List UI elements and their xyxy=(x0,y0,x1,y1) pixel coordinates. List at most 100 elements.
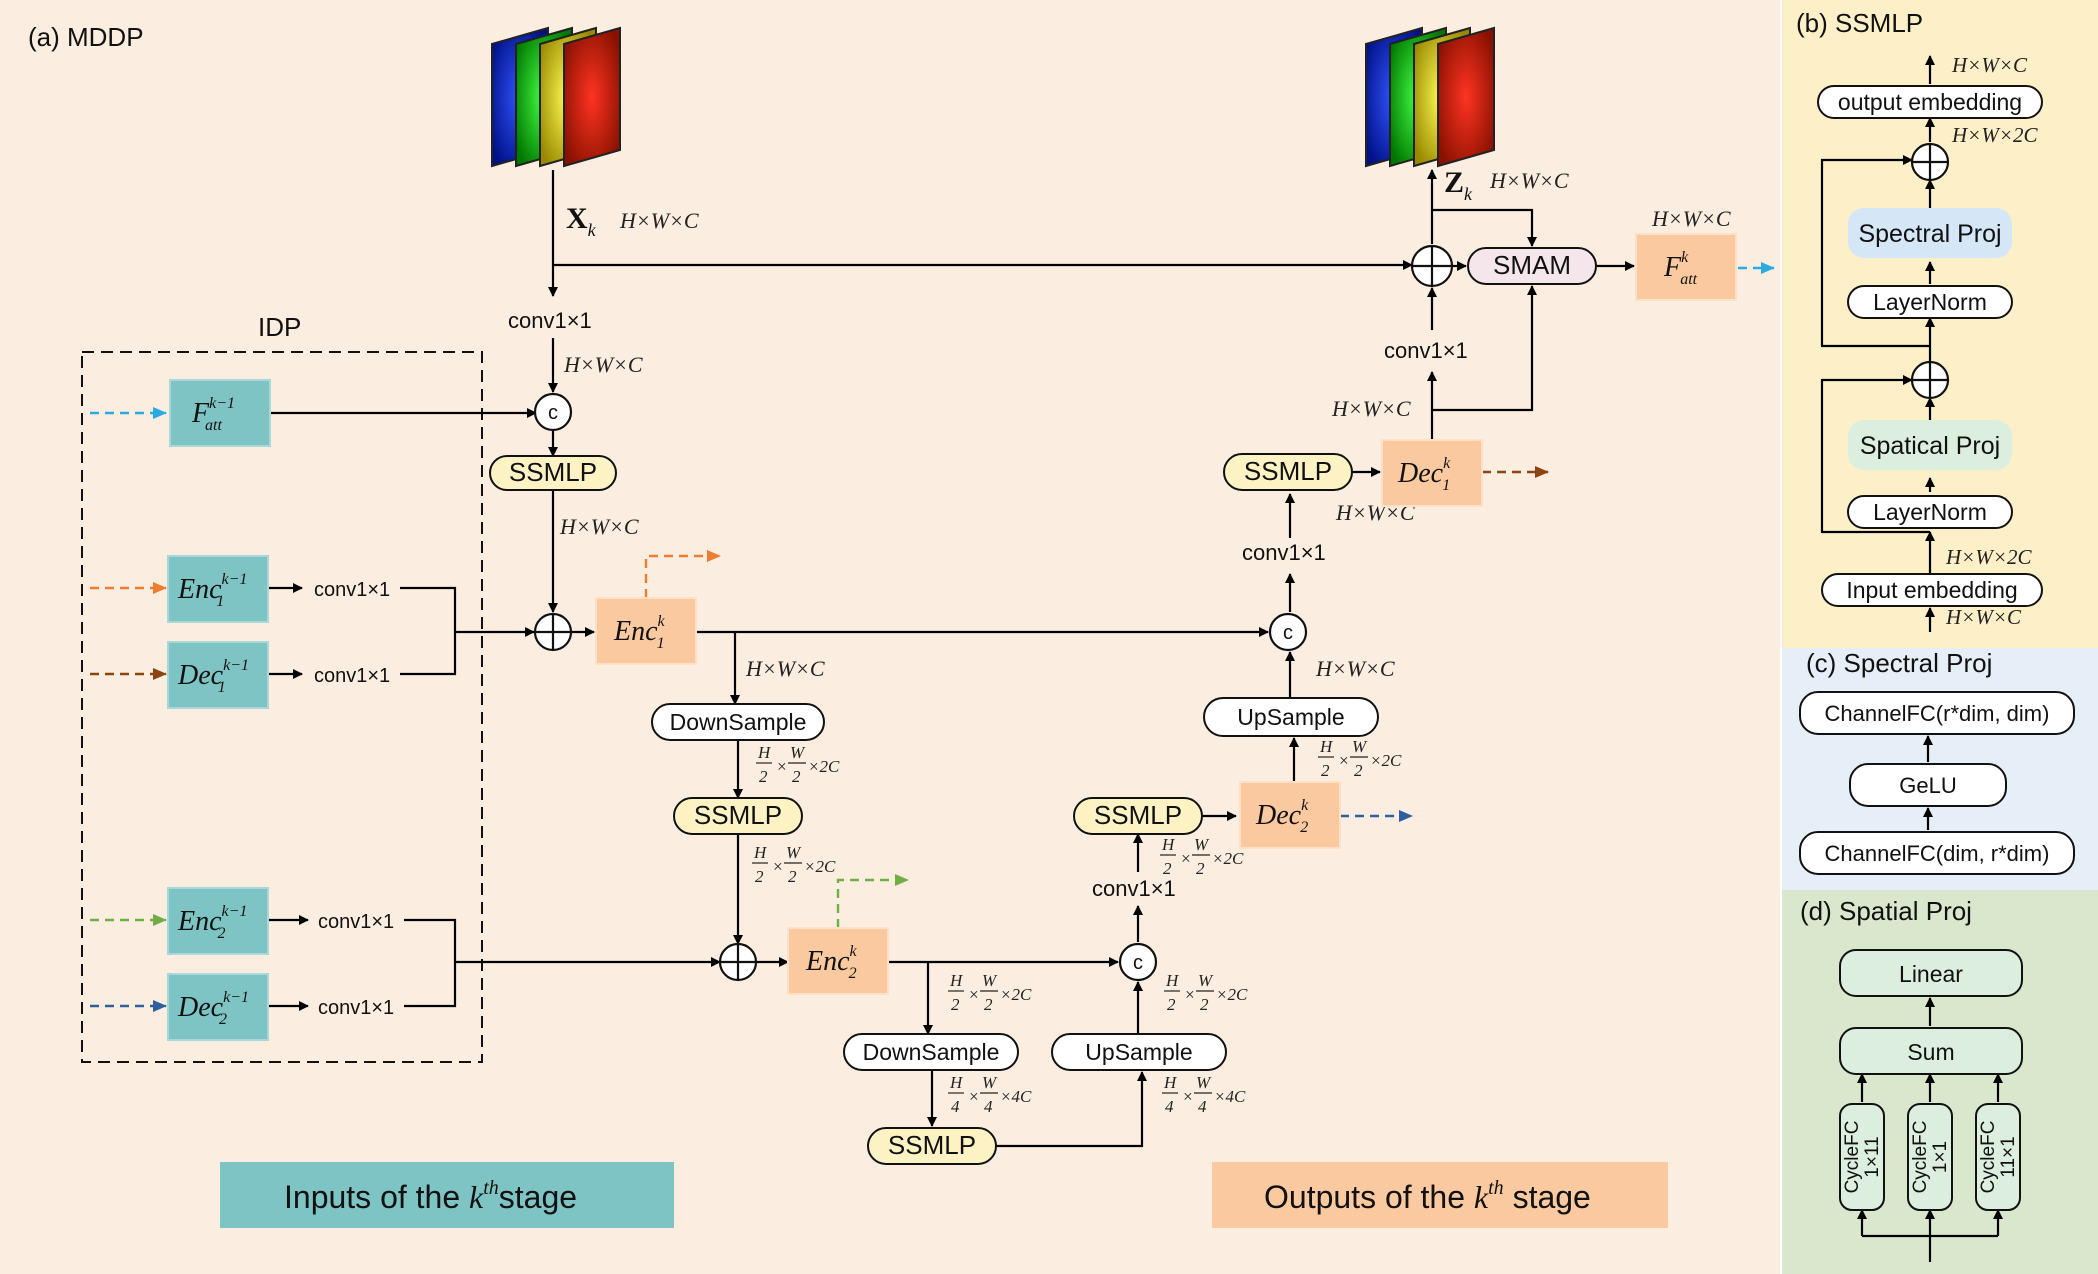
layernorm-label-2: LayerNorm xyxy=(1873,499,1987,525)
dim-upsample-top: H×W×C xyxy=(1315,656,1395,681)
add-node-top xyxy=(1410,244,1454,288)
panel-c-title: (c) Spectral Proj xyxy=(1806,648,1992,678)
conv-enc2-prev: conv1×1 xyxy=(318,911,394,933)
enc1-box xyxy=(595,597,697,665)
dim-frac-1: H 2 × W 2 ×2C xyxy=(756,743,840,786)
ssmlp-block-3 xyxy=(867,1127,997,1165)
svg-text:4: 4 xyxy=(1165,1097,1174,1116)
output-embedding-block xyxy=(1817,85,2043,119)
dim-frac-5: H 2 × W 2 ×2C xyxy=(1164,971,1248,1014)
add-node-2 xyxy=(718,942,758,982)
dim-x: H×W×C xyxy=(619,208,699,233)
svg-text:4: 4 xyxy=(984,1097,993,1116)
svg-text:2: 2 xyxy=(1354,761,1363,780)
ssmlp-label-1: SSMLP xyxy=(509,457,597,487)
dim-frac-8: H 2 × W 2 ×2C xyxy=(1318,737,1402,780)
dim-frac-6: H 4 × W 4 ×4C xyxy=(1162,1073,1246,1116)
spectral-proj-label: Spectral Proj xyxy=(1858,220,2001,248)
cyclefc-1x11-block xyxy=(1839,1103,1885,1211)
ssmlp-block-2 xyxy=(673,797,803,835)
cyclefc-11x1-name: CycleFC xyxy=(1978,1121,1999,1194)
input-embedding-block xyxy=(1821,573,2043,607)
channelfc-bottom-block xyxy=(1799,831,2075,875)
enc2-prev-box xyxy=(167,887,269,955)
ssmlp-dim-2c-bottom: H×W×2C xyxy=(1945,545,2033,569)
svg-text:c: c xyxy=(548,402,558,424)
idp-dashed-box xyxy=(81,351,483,1063)
upsample-label-1: UpSample xyxy=(1085,1039,1192,1065)
svg-text:×4C: ×4C xyxy=(1000,1087,1032,1106)
output-image-stack xyxy=(1365,26,1495,168)
panel-d-background xyxy=(1782,890,2098,1274)
svg-text:H: H xyxy=(1319,737,1334,756)
svg-text:2: 2 xyxy=(984,995,993,1014)
svg-text:×2C: ×2C xyxy=(804,857,836,876)
svg-text:×4C: ×4C xyxy=(1214,1087,1246,1106)
gelu-label: GeLU xyxy=(1899,773,1956,798)
ssmlp-dim-2c-top: H×W×2C xyxy=(1951,123,2039,147)
layernorm-block-1 xyxy=(1847,285,2013,319)
spectral-proj-block xyxy=(1848,208,2012,258)
smam-block xyxy=(1467,247,1597,285)
svg-text:W: W xyxy=(982,1073,998,1092)
spatical-proj-label: Spatical Proj xyxy=(1860,432,2000,460)
upsample-block-2 xyxy=(1203,697,1379,737)
svg-text:W: W xyxy=(1196,1073,1212,1092)
svg-text:2: 2 xyxy=(755,867,764,886)
legend-inputs-text: Inputs of the kthstage xyxy=(284,1177,577,1215)
downsample-block-1 xyxy=(651,703,825,741)
concat-node-1: c xyxy=(533,392,573,432)
cyclefc-1x1-block xyxy=(1907,1103,1953,1211)
add-nodes xyxy=(533,244,1454,982)
svg-text:2: 2 xyxy=(1163,859,1172,878)
svg-text:H: H xyxy=(757,743,772,762)
svg-text:×2C: ×2C xyxy=(808,757,840,776)
svg-text:2: 2 xyxy=(951,995,960,1014)
ssmlp-block-1 xyxy=(489,455,617,491)
idp-label: IDP xyxy=(258,312,301,342)
dec2-box xyxy=(1239,781,1341,849)
svg-text:H: H xyxy=(753,843,768,862)
add-node-1 xyxy=(533,612,573,652)
svg-text:×: × xyxy=(1180,849,1191,868)
svg-text:2: 2 xyxy=(759,767,768,786)
layernorm-block-2 xyxy=(1847,495,2013,529)
input-embedding-label: Input embedding xyxy=(1846,577,2017,603)
cyclefc-1x1-size: 1×1 xyxy=(1930,1141,1951,1173)
enc2-box xyxy=(787,927,889,995)
dim-after-ssmlp: H×W×C xyxy=(559,514,639,539)
connector-lines xyxy=(268,169,1635,1148)
ssmlp-label-4: SSMLP xyxy=(1094,800,1182,830)
dim-frac-4: H 4 × W 4 ×4C xyxy=(948,1073,1032,1116)
conv-mid-right: conv1×1 xyxy=(1242,540,1326,565)
dim-after-conv: H×W×C xyxy=(563,352,643,377)
linear-label: Linear xyxy=(1899,961,1963,987)
panel-b-title: (b) SSMLP xyxy=(1796,8,1923,38)
cyclefc-11x1-size: 11×1 xyxy=(1998,1136,2019,1177)
f-att-prev-box xyxy=(169,379,271,447)
svg-text:2: 2 xyxy=(788,867,797,886)
ssmlp-dim-top: H×W×C xyxy=(1951,53,2028,77)
sum-label: Sum xyxy=(1907,1039,1954,1065)
svg-text:×2C: ×2C xyxy=(1216,985,1248,1004)
upsample-block-1 xyxy=(1051,1033,1227,1071)
svg-text:2: 2 xyxy=(1321,761,1330,780)
conv-dec2-prev: conv1×1 xyxy=(318,997,394,1019)
conv-enc1-prev: conv1×1 xyxy=(314,579,390,601)
svg-text:H: H xyxy=(949,971,964,990)
cyclefc-1x11-name: CycleFC xyxy=(1842,1121,1863,1194)
cyclefc-1x1-name: CycleFC xyxy=(1910,1121,1931,1194)
svg-text:4: 4 xyxy=(1198,1097,1207,1116)
legend-inputs-box xyxy=(220,1162,674,1228)
input-image-stack xyxy=(491,26,621,168)
ssmlp-block-5 xyxy=(1223,453,1353,491)
dim-z: H×W×C xyxy=(1489,168,1569,193)
conv-low-right: conv1×1 xyxy=(1092,876,1176,901)
dim-enc1-down: H×W×C xyxy=(745,656,825,681)
svg-text:H: H xyxy=(1163,1073,1178,1092)
